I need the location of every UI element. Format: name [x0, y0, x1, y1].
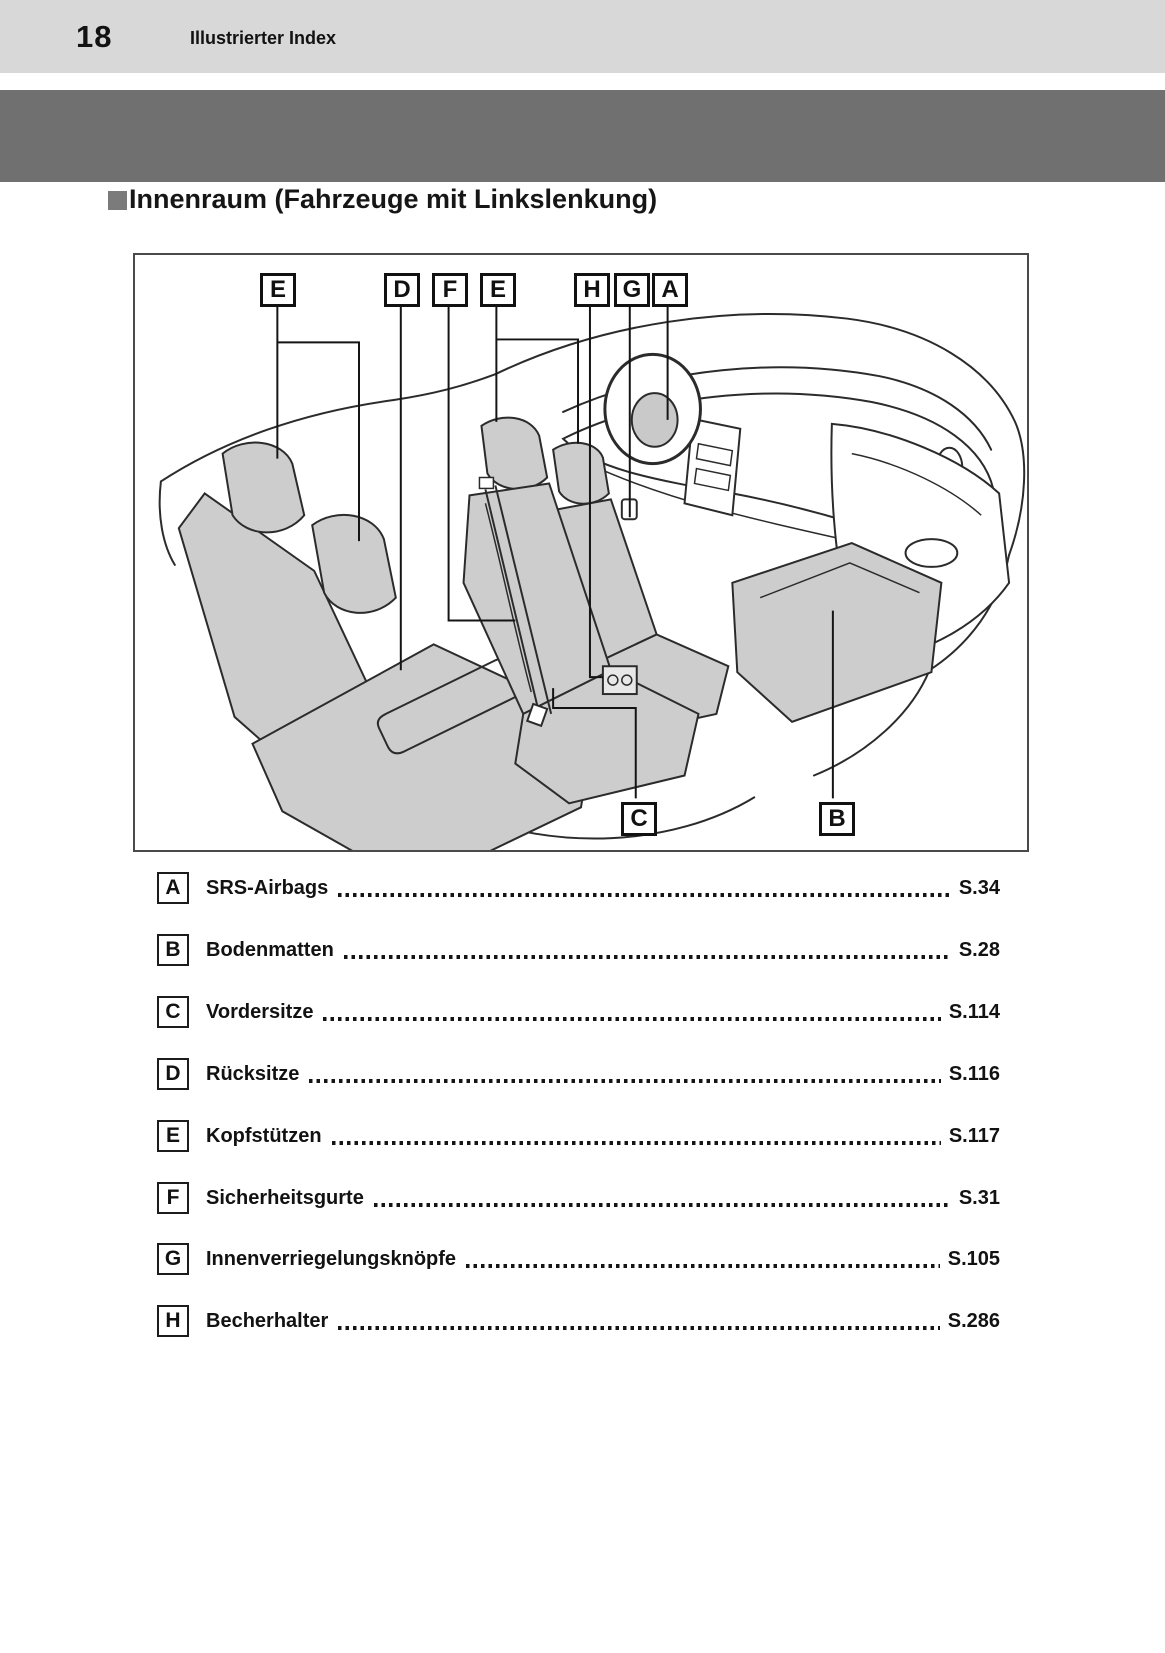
- index-page-ref: S.114: [948, 1000, 1000, 1023]
- callout-B: B: [819, 802, 855, 836]
- index-row-A: A SRS-Airbags S.34: [157, 872, 1000, 904]
- chapter-color-band: [0, 90, 1165, 182]
- callout-G: G: [614, 273, 650, 307]
- dot-leader: [309, 1079, 941, 1083]
- dot-leader: [338, 1326, 940, 1330]
- index-page-ref: S.117: [948, 1124, 1000, 1147]
- index-key-box: F: [157, 1182, 189, 1214]
- index-key-box: D: [157, 1058, 189, 1090]
- index-row-B: B Bodenmatten S.28: [157, 934, 1000, 966]
- dot-leader: [373, 1203, 951, 1207]
- callout-F: F: [432, 273, 468, 307]
- index-page-ref: S.116: [948, 1062, 1000, 1085]
- section-title: Innenraum (Fahrzeuge mit Linkslenkung): [108, 186, 657, 213]
- index-page-ref: S.28: [958, 938, 1000, 961]
- section-title-text: Innenraum (Fahrzeuge mit Linkslenkung): [129, 184, 658, 214]
- callout-H: H: [574, 273, 610, 307]
- car-interior-art: [158, 306, 1026, 850]
- page-number: 18: [76, 19, 113, 54]
- index-key-box: E: [157, 1120, 189, 1152]
- index-label: Sicherheitsgurte: [206, 1186, 364, 1209]
- dot-leader: [331, 1141, 941, 1145]
- index-page-ref: S.31: [958, 1186, 1000, 1209]
- index-label: Kopfstützen: [206, 1124, 322, 1147]
- callout-A: A: [652, 273, 688, 307]
- dot-leader: [466, 1264, 940, 1268]
- index-row-D: D Rücksitze S.116: [157, 1058, 1000, 1090]
- callout-C: C: [621, 802, 657, 836]
- index-label: Vordersitze: [206, 1000, 314, 1023]
- callout-E: E: [260, 273, 296, 307]
- dot-leader: [343, 955, 951, 959]
- index-label: Innenverriegelungsknöpfe: [206, 1247, 457, 1270]
- index-page-ref: S.34: [958, 876, 1000, 899]
- callout-E: E: [480, 273, 516, 307]
- index-label: Becherhalter: [206, 1309, 329, 1332]
- index-key-box: G: [157, 1243, 189, 1275]
- index-row-F: F Sicherheitsgurte S.31: [157, 1182, 1000, 1214]
- index-page-ref: S.286: [947, 1309, 1000, 1332]
- chapter-title: Illustrierter Index: [190, 28, 337, 48]
- index-key-box: A: [157, 872, 189, 904]
- index-row-G: G Innenverriegelungsknöpfe S.105: [157, 1243, 1000, 1275]
- index-label: Rücksitze: [206, 1062, 300, 1085]
- index-key-box: C: [157, 996, 189, 1028]
- callout-D: D: [384, 273, 420, 307]
- index-label: Bodenmatten: [206, 938, 334, 961]
- index-key-box: H: [157, 1305, 189, 1337]
- index-label: SRS-Airbags: [206, 876, 329, 899]
- index-row-H: H Becherhalter S.286: [157, 1305, 1000, 1337]
- index-row-C: C Vordersitze S.114: [157, 996, 1000, 1028]
- index-page-ref: S.105: [947, 1247, 1000, 1270]
- section-bullet-icon: [108, 191, 127, 210]
- index-key-box: B: [157, 934, 189, 966]
- header-band: [0, 0, 1165, 73]
- index-row-E: E Kopfstützen S.117: [157, 1120, 1000, 1152]
- dot-leader: [323, 1017, 941, 1021]
- dot-leader: [338, 893, 951, 897]
